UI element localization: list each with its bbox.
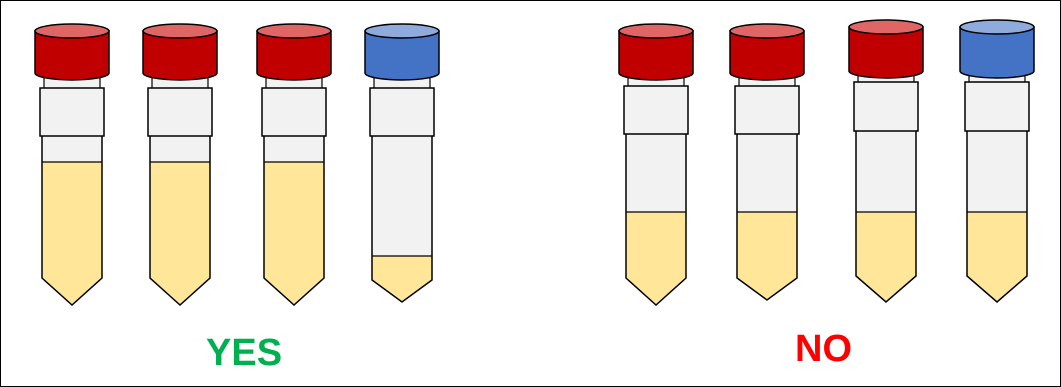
cap-top <box>618 23 694 39</box>
tube-liquid <box>967 212 1027 302</box>
blue-cap <box>959 26 1035 79</box>
tube-outline <box>736 134 798 301</box>
cap-top <box>256 23 332 39</box>
tube-collar <box>369 87 435 137</box>
tube-collar <box>734 85 800 135</box>
tube-liquid <box>264 162 324 305</box>
red-cap <box>34 30 110 81</box>
red-cap <box>848 26 924 79</box>
tube-liquid <box>626 212 686 305</box>
tube-outline <box>855 131 917 303</box>
tube-outline <box>149 136 211 307</box>
cap-top <box>34 23 110 39</box>
cap-top <box>142 23 218 39</box>
tube-collar <box>39 87 105 137</box>
yes-label: YES <box>206 332 283 374</box>
no-label: NO <box>795 328 852 370</box>
red-cap <box>618 30 694 81</box>
tube-collar <box>623 85 689 135</box>
red-cap <box>256 30 332 81</box>
cap-top <box>729 23 805 39</box>
tube-outline <box>263 136 325 307</box>
tube-liquid <box>856 212 916 302</box>
no-tube-group <box>618 19 1035 307</box>
yes-tube-group <box>34 23 440 307</box>
tube <box>142 23 218 307</box>
tube-liquid <box>372 256 432 302</box>
red-cap <box>729 30 805 81</box>
red-cap <box>142 30 218 81</box>
tube <box>848 19 924 303</box>
tube-collar <box>853 81 919 132</box>
tube-liquid <box>737 212 797 300</box>
tube <box>256 23 332 307</box>
tube <box>729 23 805 301</box>
tube-outline <box>966 131 1028 303</box>
cap-top <box>848 19 924 35</box>
tube-liquid <box>150 162 210 305</box>
tube-liquid <box>42 162 102 305</box>
cap-top <box>364 23 440 39</box>
tube-outline <box>625 134 687 307</box>
blue-cap <box>364 30 440 81</box>
tube-collar <box>964 81 1030 132</box>
tube-collar <box>261 87 327 137</box>
tube-outline <box>41 136 103 307</box>
tube <box>618 23 694 307</box>
tube <box>364 23 440 303</box>
tube-outline <box>371 136 433 303</box>
tube <box>34 23 110 307</box>
tube <box>959 19 1035 303</box>
cap-top <box>959 19 1035 35</box>
tube-collar <box>147 87 213 137</box>
